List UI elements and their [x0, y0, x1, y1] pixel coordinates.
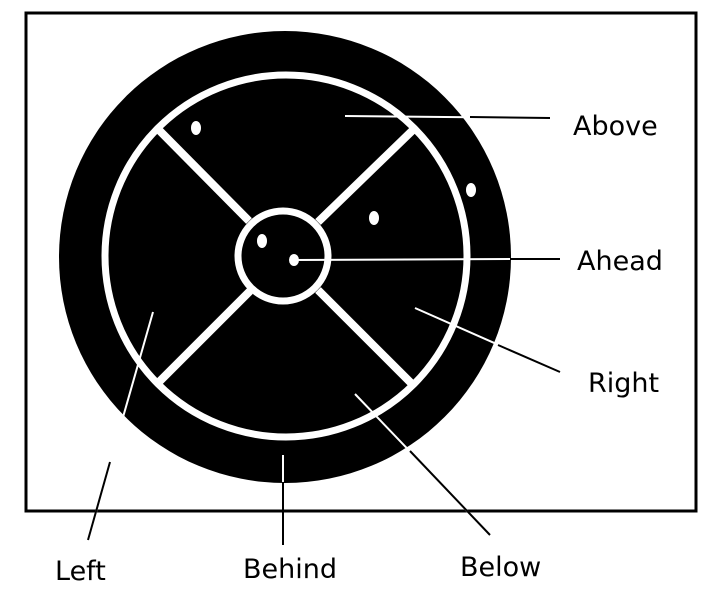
leader-ahead [293, 258, 511, 261]
leader-below-ext [409, 450, 491, 536]
divider-lower-left [154, 288, 253, 387]
center-circle [234, 207, 332, 305]
leader-left-ext [87, 461, 111, 541]
label-behind: Behind [243, 554, 337, 585]
label-left: Left [55, 556, 106, 587]
divider-lower-right [315, 287, 415, 387]
label-right: Right [588, 368, 659, 399]
leader-right-ext [497, 344, 561, 373]
dot [191, 121, 201, 135]
label-below: Below [460, 552, 541, 583]
label-ahead: Ahead [577, 246, 663, 277]
divider-upper-left [154, 125, 252, 224]
dot [257, 234, 267, 248]
divider-upper-right [315, 125, 418, 225]
leader-above-ext [469, 116, 551, 119]
label-above: Above [573, 111, 658, 142]
dot [466, 183, 476, 197]
dot [369, 211, 379, 225]
